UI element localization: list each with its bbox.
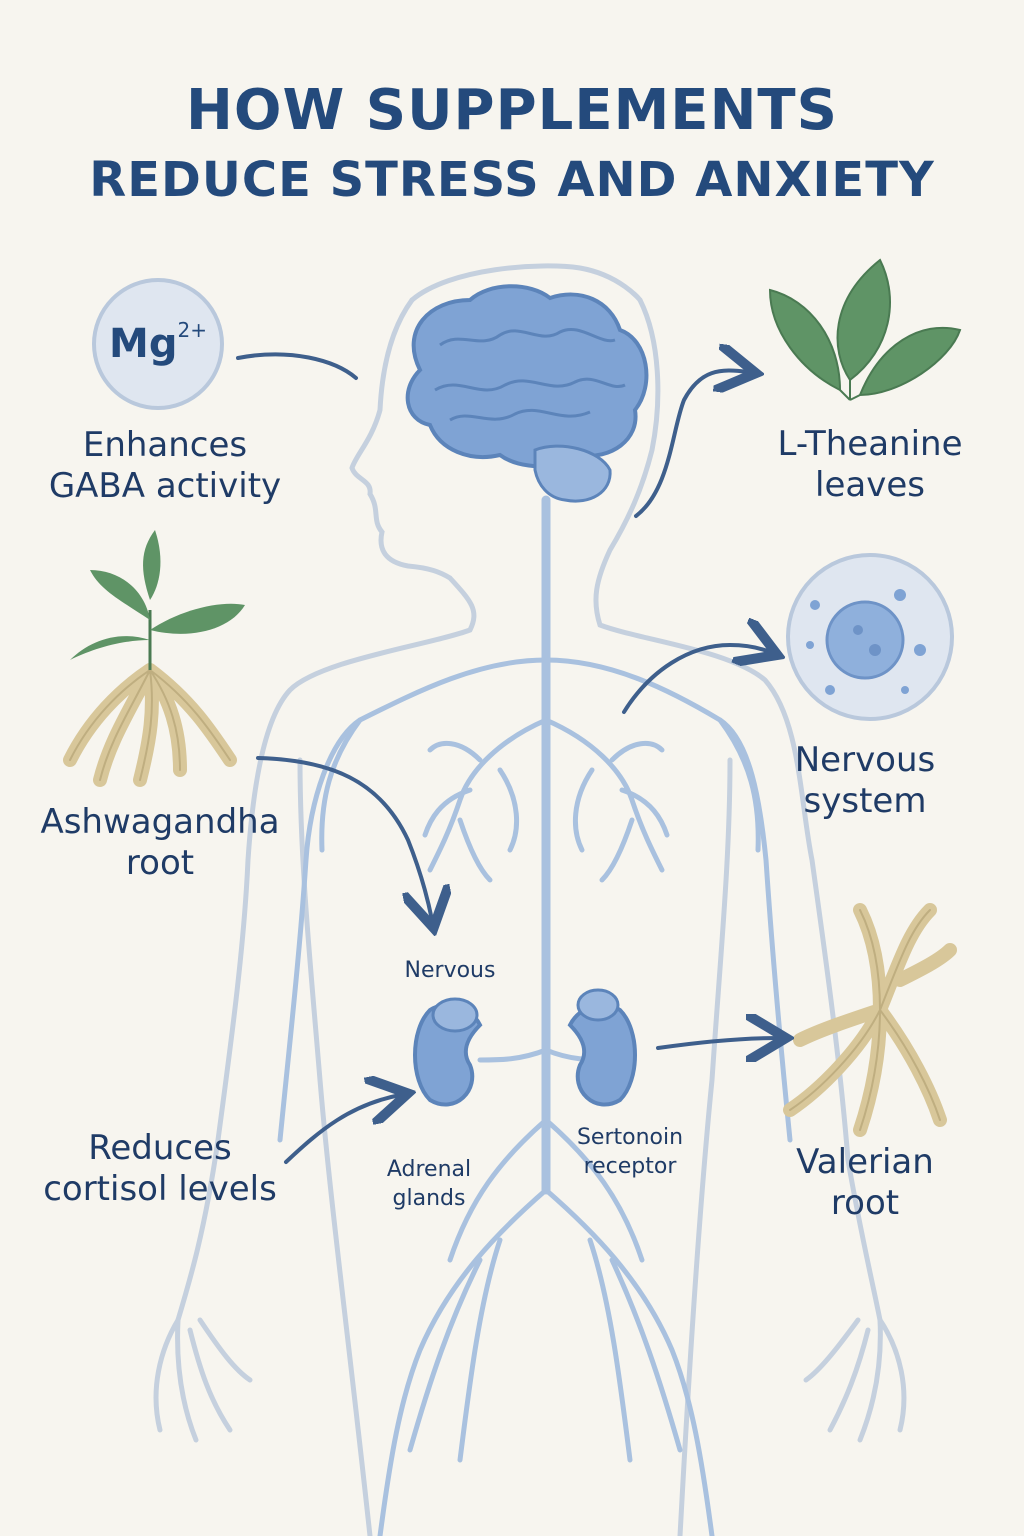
label-ashwagandha: Ashwagandha root [40,802,280,883]
root-icon [783,903,957,1137]
kidney-icon [413,988,637,1107]
title-line-2: REDUCE STRESS AND ANXIETY [89,152,935,208]
label-ltheanine: L-Theanine leaves [777,424,963,505]
connector-arrows [236,352,778,1164]
label-magnesium: Enhances GABA activity [48,425,282,506]
arrow-ashwagandha-to-nervous [256,756,432,920]
arrow-to-ltheanine [634,370,748,518]
label-valerian: Valerian root [796,1142,934,1223]
body-outline [153,263,907,1536]
root-icon [63,530,245,787]
title-line-1: HOW SUPPLEMENTS [186,78,838,143]
cell-icon [786,553,954,721]
label-serotonin-receptor: Sertonoin receptor [576,1125,684,1179]
label-nervous-system: Nervous system [794,740,936,821]
brain-icon [405,284,649,503]
arrow-to-nervous-system [622,645,770,714]
arrow-to-valerian [656,1038,778,1048]
arrow-mg-to-brain [236,352,358,380]
leaf-icon [768,258,962,401]
arrow-cortisol-to-adrenal [284,1095,400,1164]
label-adrenal-glands: Adrenal glands [386,1157,472,1211]
label-nervous: Nervous [404,958,496,983]
label-cortisol: Reduces cortisol levels [43,1128,277,1209]
